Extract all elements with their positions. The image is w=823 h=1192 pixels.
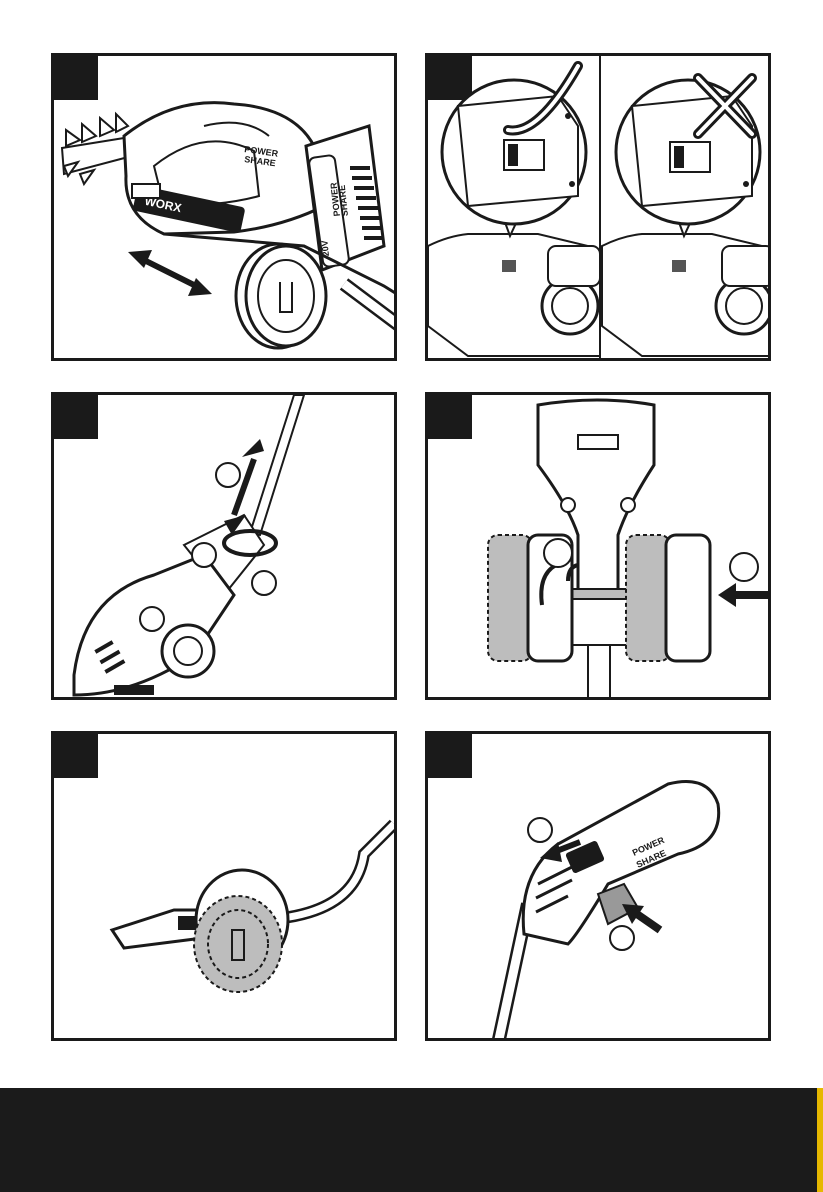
footer-accent-edge (817, 1088, 823, 1192)
figure-panel-5 (51, 731, 397, 1041)
hedge-trimmer-with-wheel-illustration: WORX POWER SHARE 20V POWER SHARE (54, 56, 397, 361)
wheel-adjustment-illustration (428, 395, 771, 700)
callout-circle (216, 463, 240, 487)
callout-circle (192, 543, 216, 567)
figure-panel-6: POWER SHARE (425, 731, 771, 1041)
figure-panel-3 (51, 392, 397, 700)
battery-latch-comparison-illustration (428, 56, 771, 361)
page-footer-bar (0, 1088, 823, 1192)
figure-panel-4 (425, 392, 771, 700)
callout-circle (252, 571, 276, 595)
callout-circle (730, 553, 758, 581)
callout-circle (544, 539, 572, 567)
double-arrow-icon (128, 250, 212, 296)
callout-circle (528, 818, 552, 842)
switch-operation-illustration: POWER SHARE (428, 734, 771, 1041)
callout-circle (610, 926, 634, 950)
pole-attachment-illustration (54, 395, 397, 700)
figure-panel-1: WORX POWER SHARE 20V POWER SHARE (51, 53, 397, 361)
figure-panel-2 (425, 53, 771, 361)
edging-mode-illustration (54, 734, 397, 1041)
arrow-left-icon (718, 583, 768, 607)
arrow-up-left-icon (622, 904, 660, 930)
